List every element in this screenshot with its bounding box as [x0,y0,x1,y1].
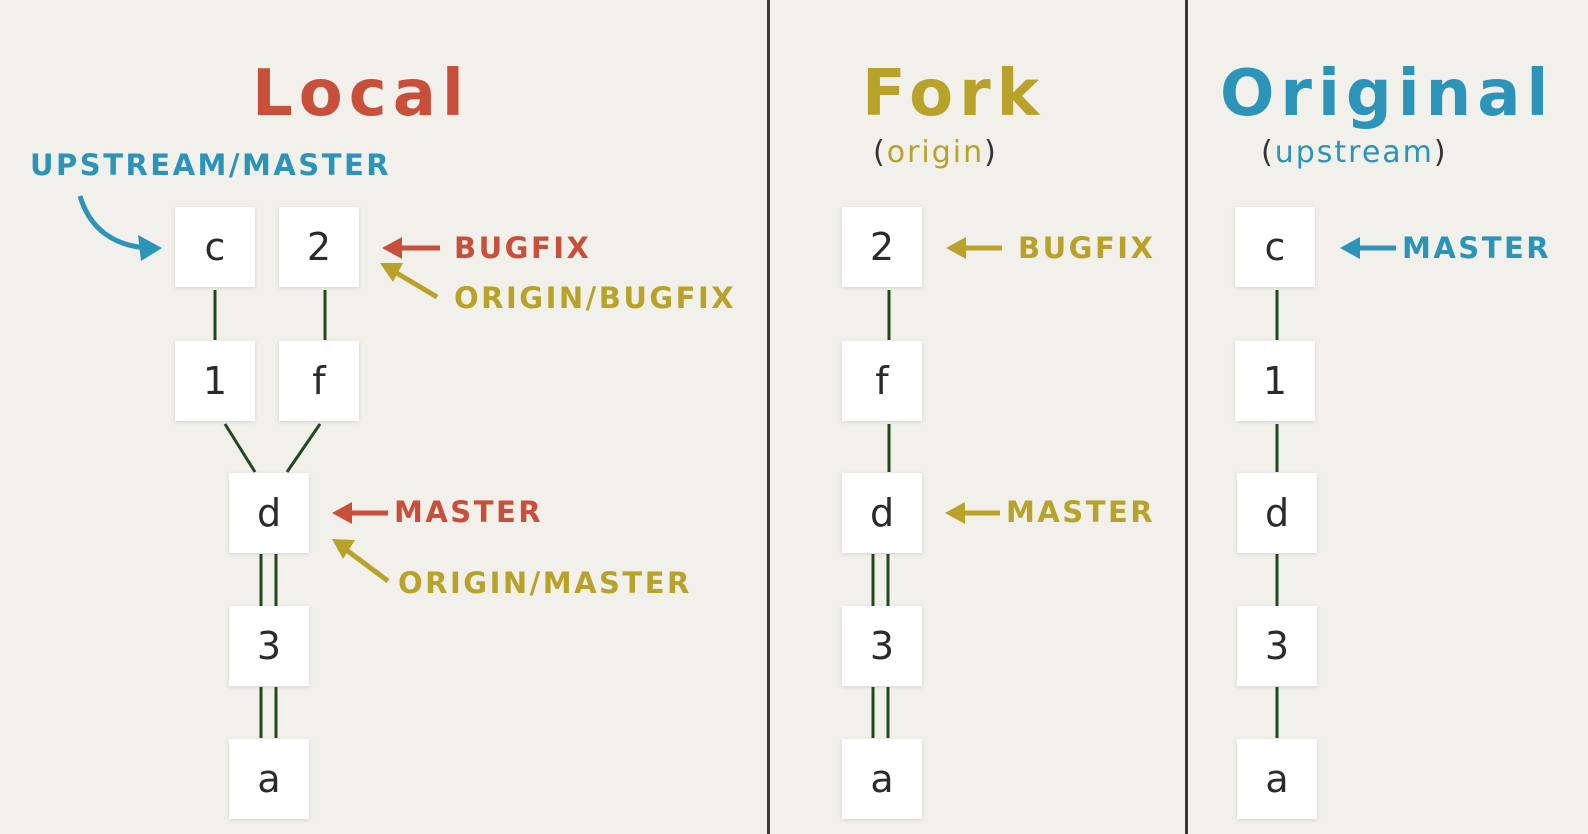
original-master-label: MASTER [1402,231,1552,265]
original-subtitle-word: upstream [1274,135,1434,170]
original-master-arrow-icon [1340,237,1396,259]
local-commit-1: 1 [175,341,255,421]
local-commit-d: d [229,473,309,553]
local-origin-bugfix-arrow-icon [380,263,439,300]
local-edge-1-d [223,423,257,473]
local-commit-f: f [279,341,359,421]
local-origin-master-label: ORIGIN/MASTER [398,566,692,600]
fork-subtitle-close-paren: ) [984,135,998,170]
original-title: Original [1220,57,1555,131]
upstream-master-curved-arrow-icon [77,195,162,261]
original-commit-1: 1 [1235,341,1315,421]
fork-bugfix-arrow-icon [946,237,1002,259]
local-master-label: MASTER [394,495,544,529]
fork-subtitle: (origin) [873,138,998,168]
local-master-arrow-icon [332,502,388,524]
fork-commit-f: f [842,341,922,421]
original-commit-3: 3 [1237,606,1317,686]
fork-subtitle-open-paren: ( [873,135,887,170]
fork-subtitle-word: origin [886,135,985,170]
local-edge-3-a [259,687,278,738]
local-commit-3: 3 [229,606,309,686]
local-origin-bugfix-label: ORIGIN/BUGFIX [454,281,737,315]
original-subtitle-close-paren: ) [1433,135,1448,170]
local-bugfix-arrow-icon [382,237,440,259]
original-commit-a: a [1237,739,1317,819]
original-subtitle: (upstream) [1261,138,1448,168]
local-edge-d-3 [259,554,278,606]
local-bugfix-label: BUGFIX [454,231,592,265]
local-edge-f-d [285,423,322,473]
fork-commit-d: d [842,473,922,553]
fork-edge-3-a [871,687,890,738]
column-divider-right [1185,0,1188,834]
fork-master-arrow-icon [945,502,1000,524]
local-commit-c: c [175,207,255,287]
fork-commit-a: a [842,739,922,819]
upstream-master-label: UPSTREAM/MASTER [30,148,392,182]
original-subtitle-open-paren: ( [1261,135,1275,170]
local-origin-master-arrow-icon [332,539,390,584]
original-commit-c: c [1235,207,1315,287]
local-commit-2: 2 [279,207,359,287]
fork-title: Fork [862,57,1046,131]
local-title: Local [252,57,470,131]
column-divider-left [767,0,770,834]
fork-commit-3: 3 [842,606,922,686]
fork-edge-d-3 [871,554,890,606]
original-commit-d: d [1237,473,1317,553]
fork-bugfix-label: BUGFIX [1018,231,1156,265]
fork-commit-2: 2 [842,207,922,287]
local-commit-a: a [229,739,309,819]
fork-master-label: MASTER [1006,495,1156,529]
